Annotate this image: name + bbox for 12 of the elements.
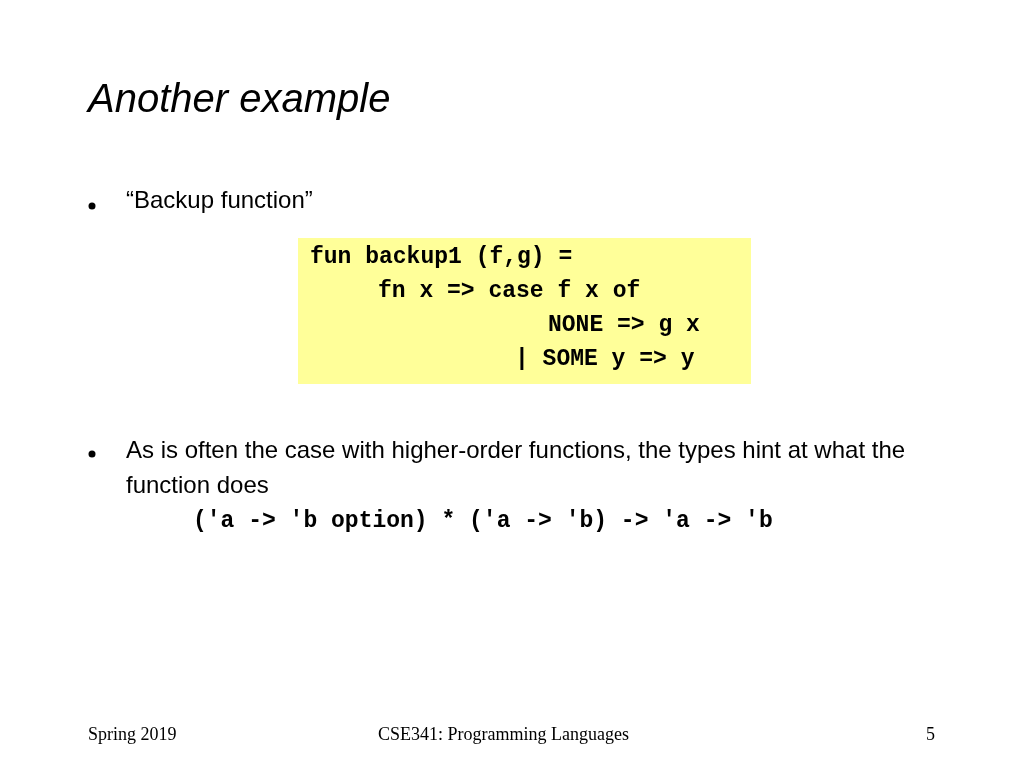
page-number: 5 xyxy=(926,724,935,745)
bullet-text: As is often the case with higher-order functions, the types hint at what the function does xyxy=(126,435,907,500)
code-box xyxy=(298,238,751,384)
code-line: fn x => case f x of xyxy=(378,278,641,304)
code-line: NONE => g x xyxy=(548,312,700,338)
type-signature: ('a -> 'b option) * ('a -> 'b) -> 'a -> 'b xyxy=(193,508,773,534)
code-line: | SOME y => y xyxy=(515,346,695,372)
code-line: fun backup1 (f,g) = xyxy=(310,244,573,270)
slide-title: Another example xyxy=(88,76,391,121)
bullet-text: “Backup function” xyxy=(126,186,313,214)
footer-text: CSE341: Programming Languages xyxy=(378,724,629,745)
footer-text: Spring 2019 xyxy=(88,724,177,745)
